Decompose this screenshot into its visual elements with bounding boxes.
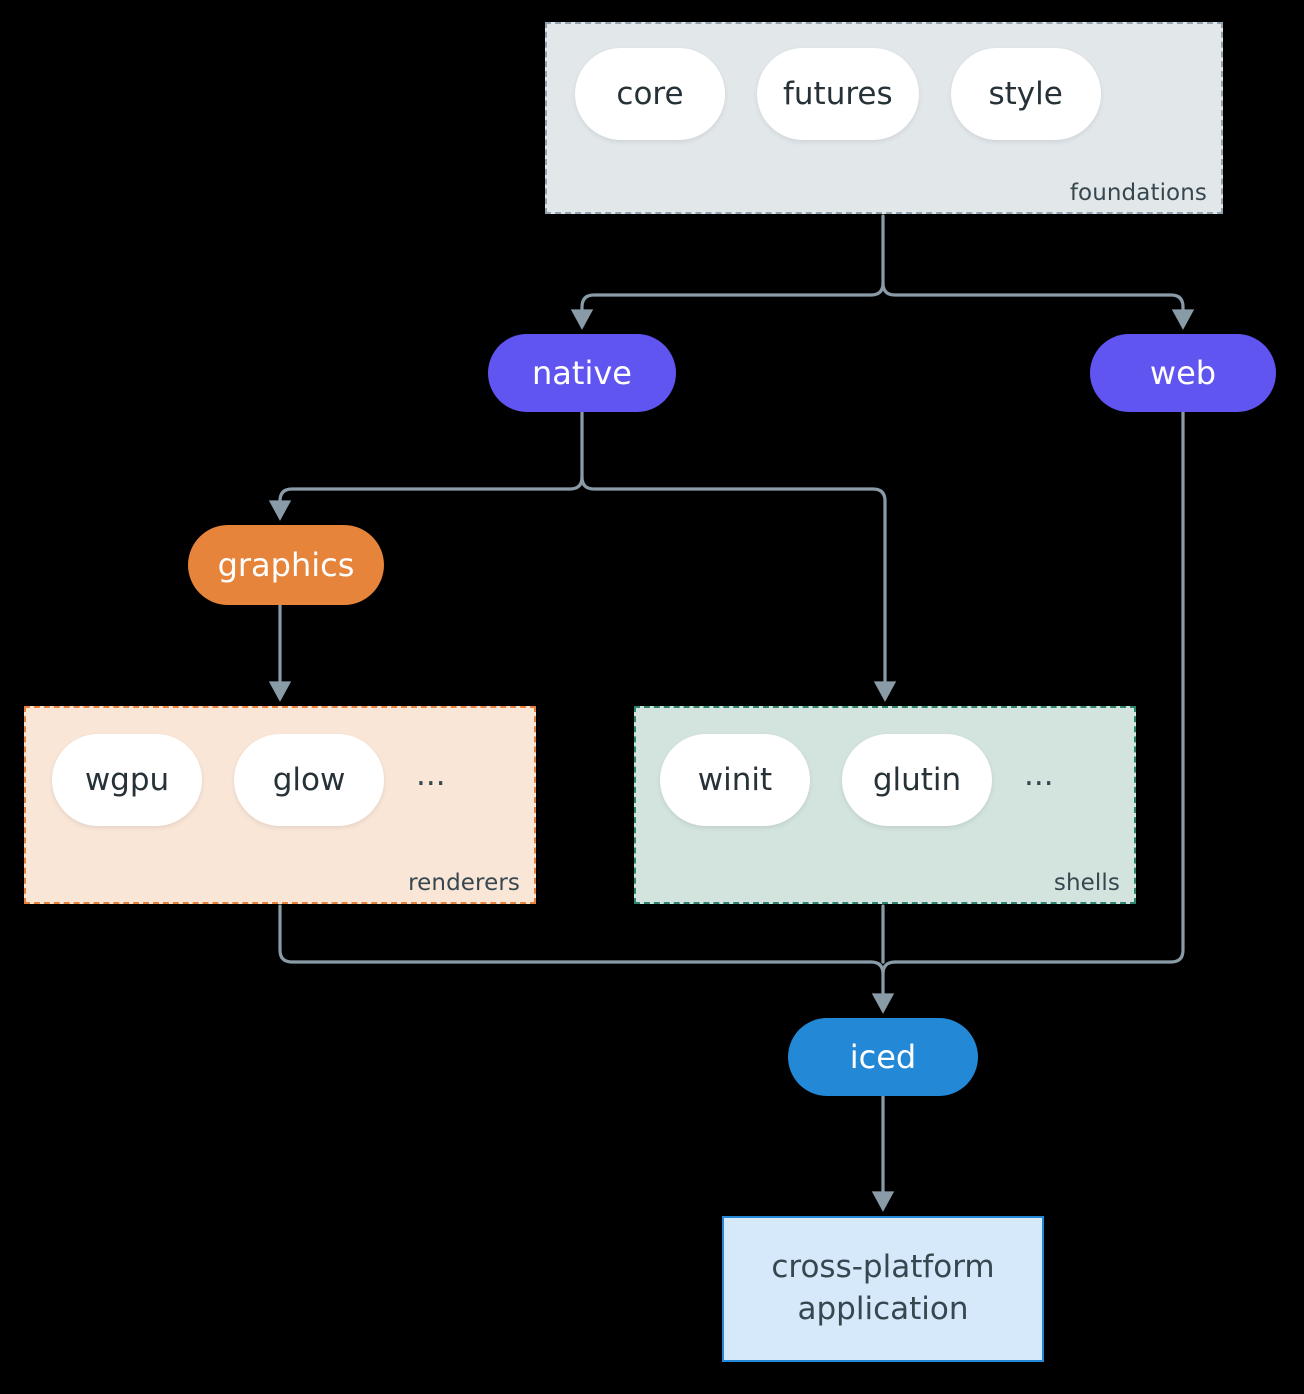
group-foundations-label: foundations — [1069, 180, 1207, 206]
group-shells: winit glutin ... shells — [634, 706, 1136, 904]
edge-merge-iced-right — [881, 960, 897, 976]
node-graphics[interactable]: graphics — [188, 525, 384, 605]
pill-style[interactable]: style — [950, 48, 1101, 140]
edge-merge-iced — [869, 960, 895, 1014]
renderers-ellipsis: ... — [416, 756, 446, 793]
edge-foundations-web — [881, 281, 1195, 330]
edge-renderers-iced — [278, 904, 873, 964]
group-shells-label: shells — [1053, 870, 1120, 896]
pill-core[interactable]: core — [575, 48, 725, 140]
group-renderers-label: renderers — [408, 870, 520, 896]
edge-foundations-native — [570, 281, 885, 330]
node-native[interactable]: native — [488, 334, 676, 412]
application-label-line2: application — [797, 1291, 969, 1327]
group-shells-members: winit glutin ... — [636, 734, 1158, 826]
pill-wgpu[interactable]: wgpu — [52, 734, 202, 826]
node-iced[interactable]: iced — [788, 1018, 978, 1096]
group-renderers: wgpu glow ... renderers — [24, 706, 536, 904]
pill-winit[interactable]: winit — [660, 734, 810, 826]
node-web[interactable]: web — [1090, 334, 1276, 412]
edge-native-shells — [580, 475, 897, 702]
group-foundations: core futures style foundations — [545, 22, 1223, 214]
pill-futures[interactable]: futures — [757, 48, 919, 140]
pill-glutin[interactable]: glutin — [842, 734, 992, 826]
application-label-line1: cross-platform — [771, 1249, 995, 1286]
pill-glow[interactable]: glow — [234, 734, 384, 826]
edge-native-graphics — [268, 475, 584, 521]
group-renderers-members: wgpu glow ... — [26, 734, 560, 826]
node-cross-platform-application[interactable]: cross-platform application — [722, 1216, 1044, 1362]
group-foundations-members: core futures style — [547, 48, 1249, 140]
shells-ellipsis: ... — [1024, 756, 1054, 793]
